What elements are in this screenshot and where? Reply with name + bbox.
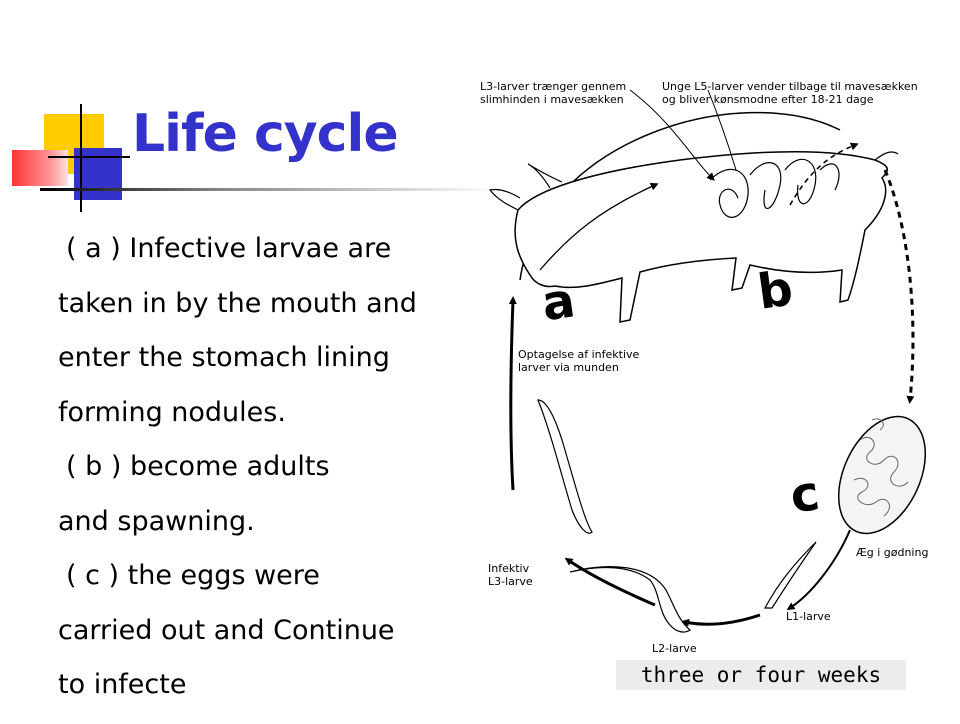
stage-letter-c: c (787, 465, 823, 524)
stage-letter-b: b (754, 261, 796, 321)
label-l2: L2-larve (652, 642, 697, 655)
life-cycle-illustration: a b c (488, 89, 927, 633)
body-line: taken in by the mouth and (58, 287, 417, 319)
body-line: and spawning. (58, 505, 255, 537)
pig-icon (488, 89, 899, 323)
label-l1: L1-larve (786, 610, 831, 623)
label-l3-penetrate-2: slimhinden i mavesækken (480, 93, 624, 106)
label-l3-infective-2: L3-larve (488, 575, 533, 588)
body-line: ( a ) Infective larvae are (66, 233, 392, 264)
slide-body: ( a ) Infective larvae are taken in by t… (58, 222, 488, 713)
arrow-l1-to-l2 (681, 613, 761, 627)
label-intake-1: Optagelse af infektive (518, 348, 640, 361)
arrow-l2-to-l3 (564, 557, 656, 607)
arrow-to-a (508, 296, 517, 491)
label-intake-2: larver via munden (518, 361, 619, 374)
label-l5-return-2: og bliver kønsmodne efter 18-21 dage (662, 93, 874, 106)
body-line: carried out and Continue (58, 614, 395, 646)
l3-larva-icon (537, 399, 593, 534)
label-l3-infective-1: Infektiv (488, 562, 530, 575)
stage-letter-a: a (539, 272, 579, 332)
l2-larva-icon (569, 566, 692, 633)
label-eggs: Æg i gødning (856, 546, 929, 559)
deco-vertical-line (80, 104, 82, 212)
dashed-arrow-b-to-c (883, 169, 915, 404)
body-line: forming nodules. (58, 396, 286, 428)
arrow-egg-to-l1 (786, 529, 851, 611)
body-line: ( c ) the eggs were (66, 560, 320, 591)
deco-horizontal-line (48, 156, 130, 158)
body-line: enter the stomach lining (58, 342, 390, 373)
label-l3-penetrate-1: L3-larver trænger gennem (480, 80, 627, 93)
slide-title: Life cycle (132, 104, 399, 164)
l1-larva-icon (763, 541, 817, 609)
title-rule (40, 188, 500, 191)
body-line: to infecte (58, 669, 187, 700)
life-cycle-diagram: a b c L3-larver trænger gennem slimhinde… (480, 60, 960, 720)
egg-icon (837, 415, 927, 535)
weeks-caption: three or four weeks (616, 660, 906, 690)
label-l5-return-1: Unge L5-larver vender tilbage til mavesæ… (662, 80, 918, 93)
body-line: ( b ) become adults (66, 451, 330, 482)
